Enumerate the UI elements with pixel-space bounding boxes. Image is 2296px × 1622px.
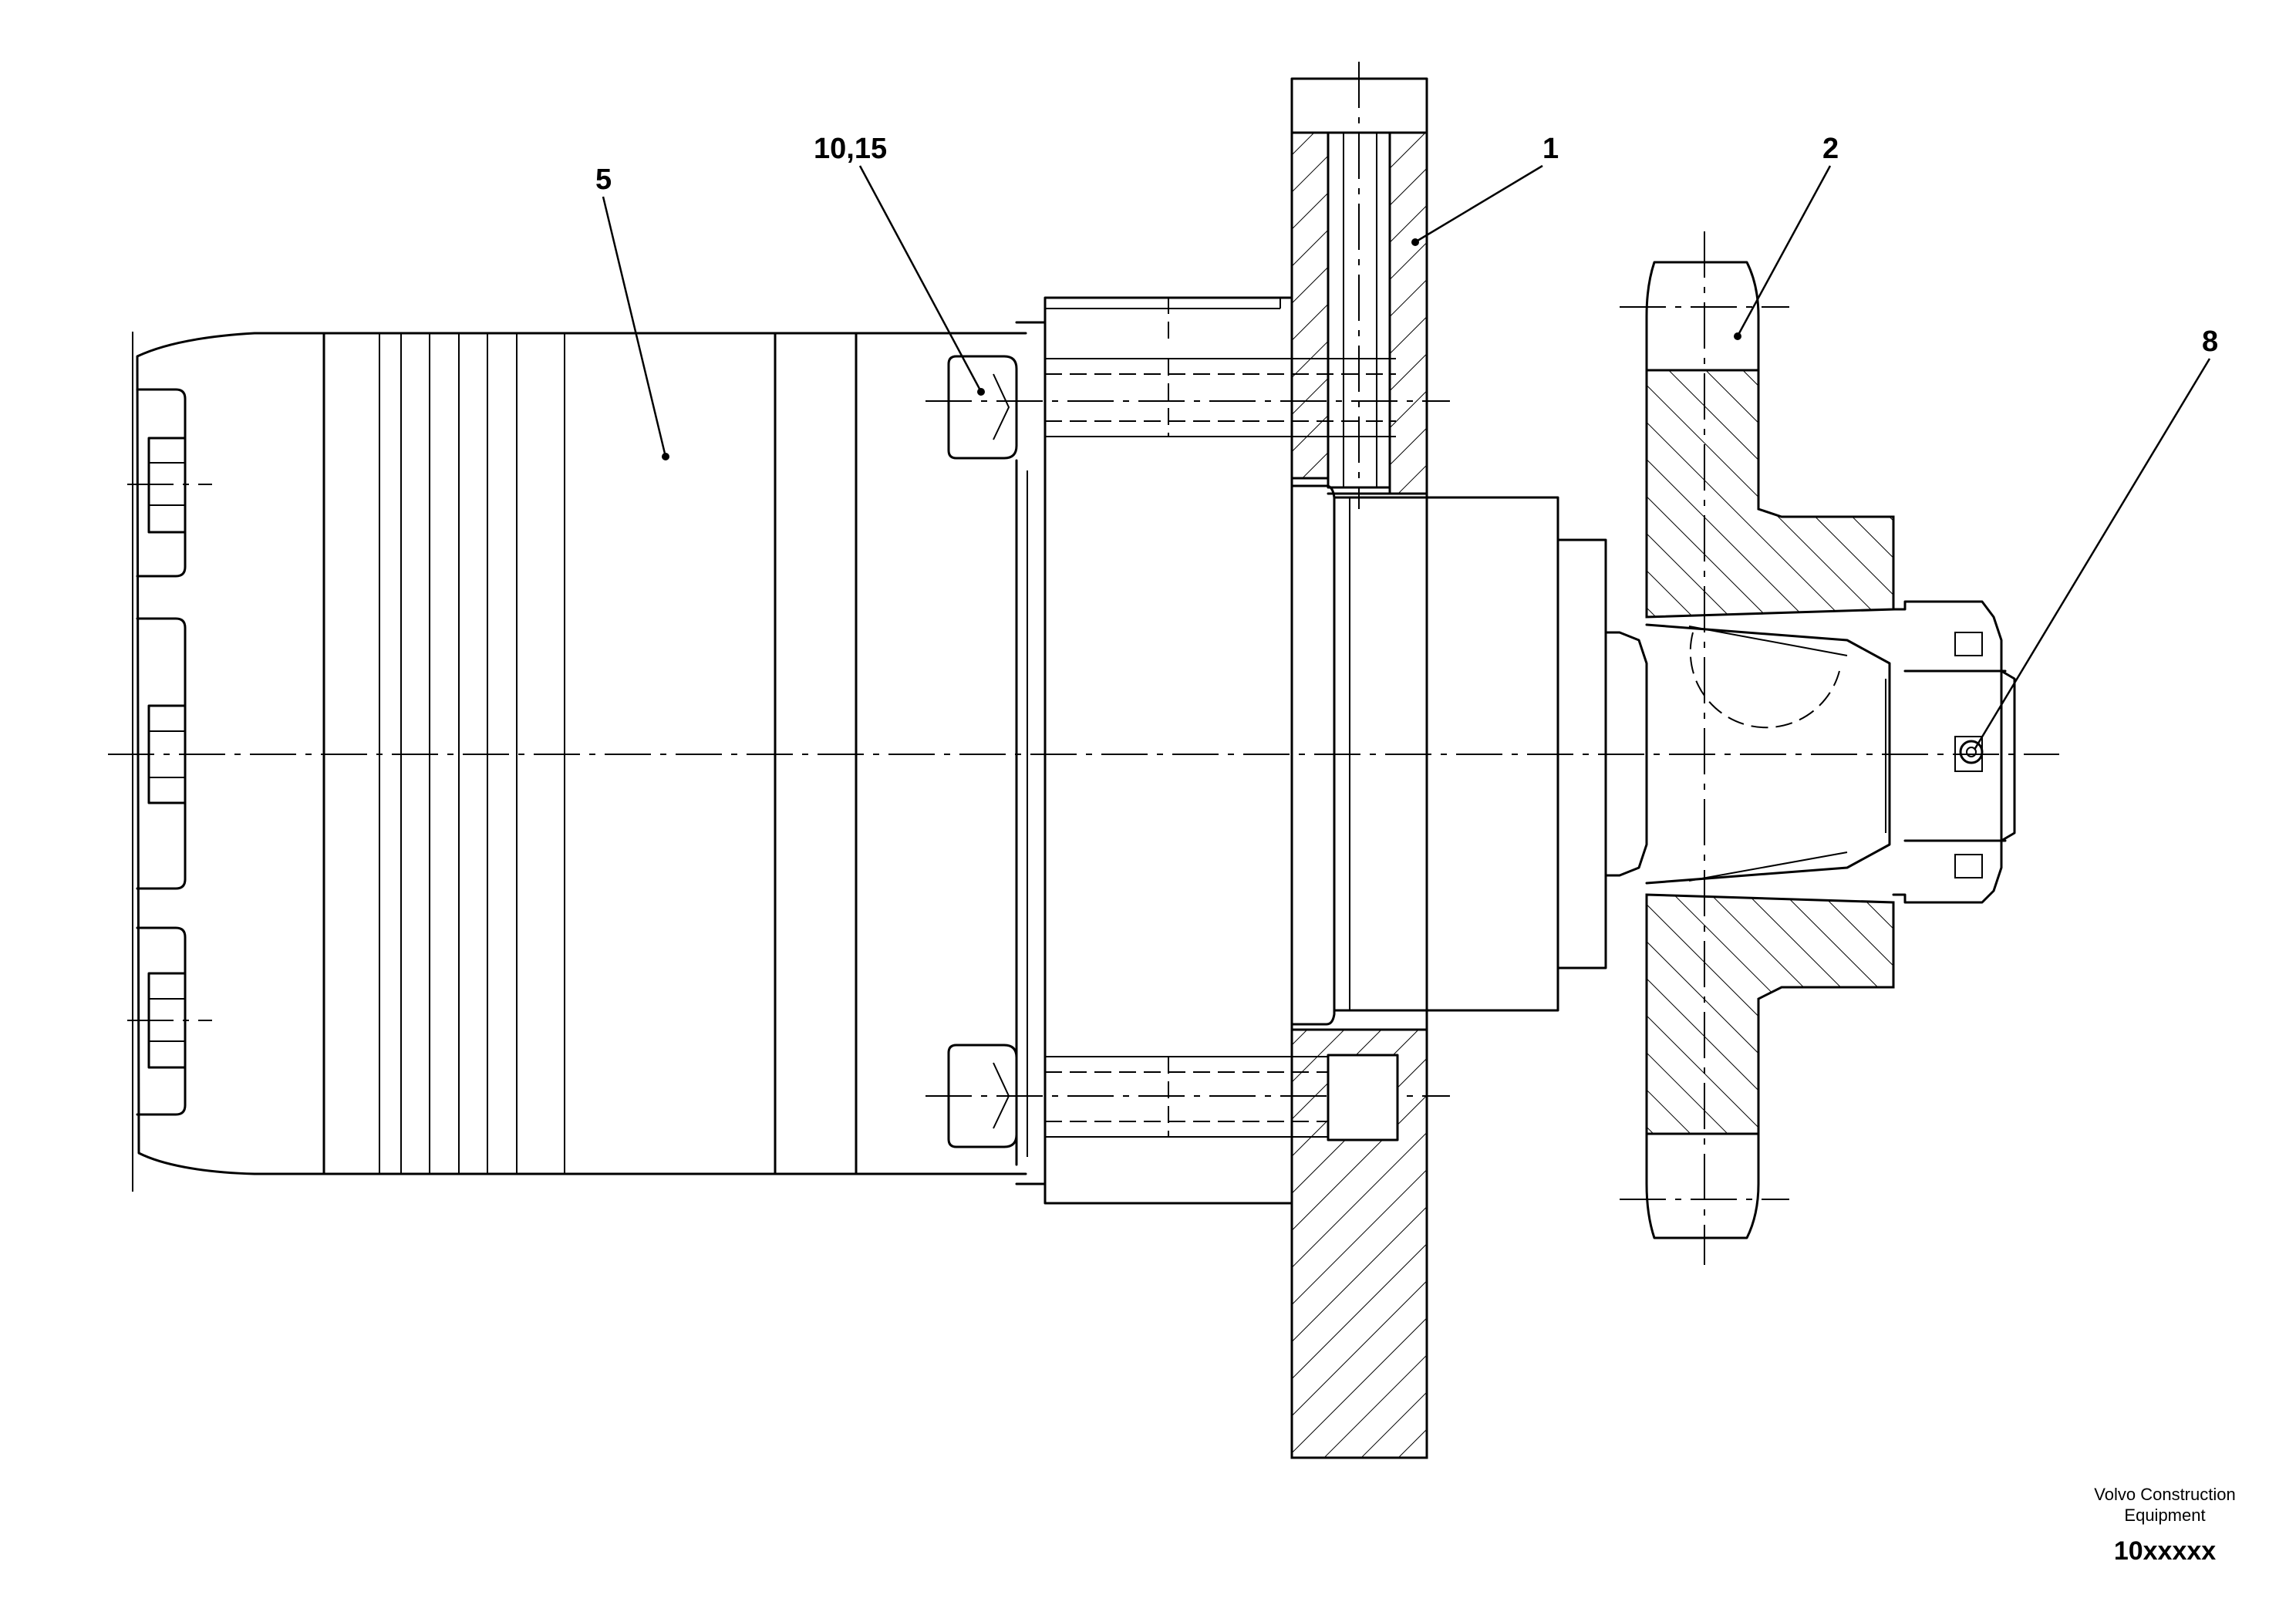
cap-screw-upper bbox=[925, 355, 1450, 460]
callout-label-8: 8 bbox=[2202, 325, 2218, 358]
castle-nut bbox=[1892, 600, 2016, 904]
tapered-shaft bbox=[1604, 623, 1891, 885]
mounting-flange bbox=[1290, 62, 1428, 1459]
sprocket-hub bbox=[1620, 231, 1895, 1265]
callout-5: 5 bbox=[595, 164, 669, 460]
split-pin bbox=[1959, 740, 1984, 764]
drawing-code: 10xxxxx bbox=[2114, 1536, 2216, 1566]
callout-label-2: 2 bbox=[1822, 133, 1839, 165]
company-name: Volvo Construction bbox=[2094, 1485, 2235, 1504]
callout-1: 1 bbox=[1411, 133, 1559, 246]
motor-adapter-step bbox=[1015, 321, 1047, 1185]
callout-label-10-15: 10,15 bbox=[814, 133, 887, 165]
callout-8: 8 bbox=[1973, 325, 2218, 750]
callout-label-1: 1 bbox=[1542, 133, 1559, 165]
title-block: Volvo Construction Equipment 10xxxxx bbox=[2094, 1485, 2235, 1566]
callout-2: 2 bbox=[1734, 133, 1839, 340]
callout-label-5: 5 bbox=[595, 164, 612, 196]
spigot bbox=[1290, 484, 1607, 1026]
motor-body bbox=[132, 332, 1027, 1192]
company-name-line2: Equipment bbox=[2124, 1506, 2205, 1525]
end-ports bbox=[127, 388, 212, 1116]
callout-10-15: 10,15 bbox=[814, 133, 985, 396]
